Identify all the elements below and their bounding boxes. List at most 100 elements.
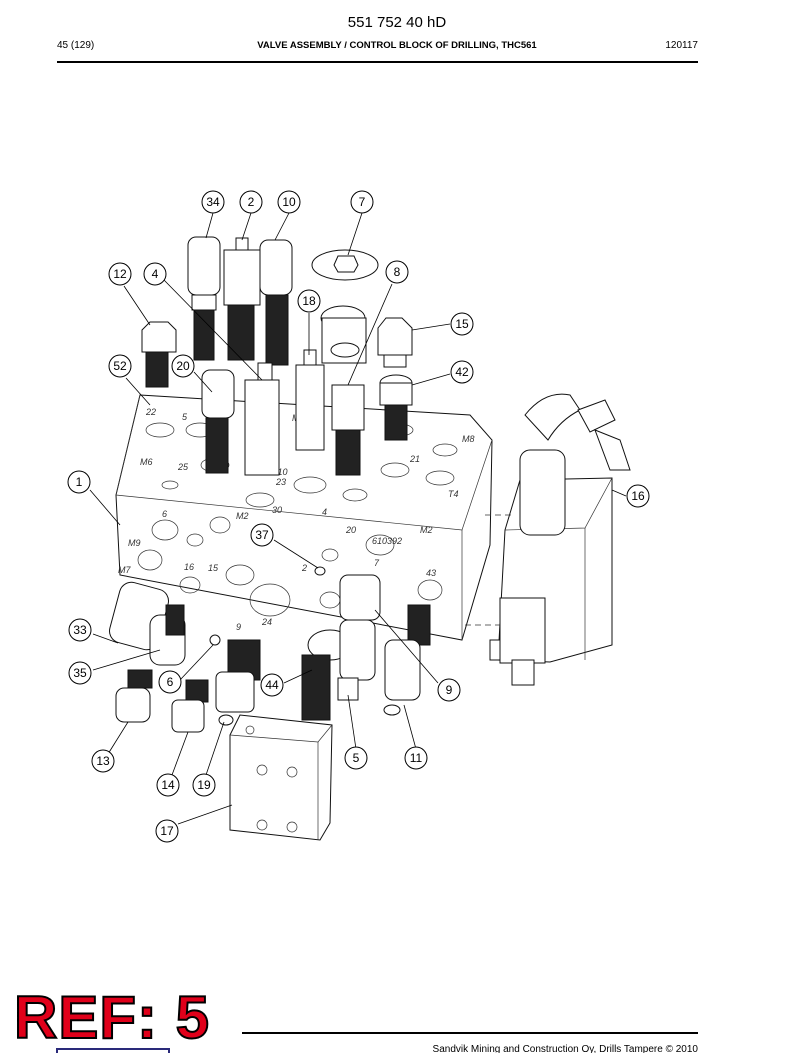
svg-text:37: 37	[255, 528, 269, 542]
callout-19: 19	[192, 773, 216, 797]
svg-text:4: 4	[152, 267, 159, 281]
valve-4	[244, 362, 280, 476]
callout-16: 16	[626, 484, 650, 508]
svg-text:10: 10	[282, 195, 296, 209]
block-engraving: 9	[236, 622, 241, 632]
block-engraving: M9	[128, 538, 141, 548]
valve-2	[223, 237, 261, 361]
block-engraving: 30	[272, 505, 282, 515]
svg-text:15: 15	[455, 317, 469, 331]
block-engraving: 21	[409, 454, 420, 464]
callout-44: 44	[260, 673, 284, 697]
plug-13	[115, 669, 153, 723]
svg-text:34: 34	[206, 195, 220, 209]
block-engraving: 6	[162, 509, 167, 519]
manifold-16	[489, 393, 631, 686]
svg-text:44: 44	[265, 678, 279, 692]
callout-10: 10	[277, 190, 301, 214]
svg-text:16: 16	[631, 489, 645, 503]
block-engraving: T4	[448, 489, 459, 499]
callout-2: 2	[239, 190, 263, 214]
brand-logo-strip	[56, 1048, 170, 1053]
valve-20	[201, 369, 235, 474]
svg-text:52: 52	[113, 359, 127, 373]
page-number: 45 (129)	[57, 40, 95, 51]
block-engraving: 25	[177, 462, 189, 472]
svg-text:19: 19	[197, 778, 211, 792]
callout-6: 6	[158, 670, 182, 694]
valve-18	[295, 349, 325, 451]
svg-text:6: 6	[167, 675, 174, 689]
callout-5: 5	[344, 746, 368, 770]
block-engraving: M6	[140, 457, 153, 467]
block-engraving: M8	[462, 434, 475, 444]
svg-text:42: 42	[455, 365, 469, 379]
callout-8: 8	[385, 260, 409, 284]
valve-10	[259, 239, 293, 366]
svg-text:1: 1	[76, 475, 83, 489]
header-rule	[57, 61, 698, 63]
svg-text:33: 33	[73, 623, 87, 637]
fitting-6	[209, 634, 221, 646]
callout-7: 7	[350, 190, 374, 214]
block-engraving: 7	[374, 558, 380, 568]
svg-text:13: 13	[96, 754, 110, 768]
callout-35: 35	[68, 661, 92, 685]
fitting-37	[314, 566, 326, 576]
subblock-17	[229, 714, 333, 841]
block-engraving: 4	[322, 507, 327, 517]
block-engraving: 22	[145, 407, 156, 417]
block-engraving: 20	[345, 525, 356, 535]
valve-5	[337, 619, 376, 701]
svg-text:11: 11	[410, 751, 423, 765]
block-engraving: M2	[236, 511, 249, 521]
svg-text:20: 20	[176, 359, 190, 373]
block-engraving: 43	[426, 568, 436, 578]
block-engraving: 5	[182, 412, 188, 422]
block-engraving: 16	[184, 562, 194, 572]
svg-text:5: 5	[353, 751, 360, 765]
valve-19	[215, 639, 261, 726]
block-engraving: 15	[208, 563, 219, 573]
callout-52: 52	[108, 354, 132, 378]
svg-text:35: 35	[73, 666, 87, 680]
callout-15: 15	[450, 312, 474, 336]
document-date: 120117	[665, 40, 698, 51]
svg-text:14: 14	[161, 778, 175, 792]
valve-8	[320, 305, 367, 364]
callout-14: 14	[156, 773, 180, 797]
svg-text:8: 8	[394, 265, 401, 279]
callout-42: 42	[450, 360, 474, 384]
svg-text:9: 9	[446, 683, 453, 697]
valve-35	[149, 604, 186, 666]
block-engraving: M2	[420, 525, 433, 535]
block-engraving: 610392	[372, 536, 402, 546]
block-engraving: 23	[275, 477, 286, 487]
valve-15	[377, 317, 413, 368]
valve-11	[383, 639, 421, 716]
valve-12	[141, 321, 177, 388]
document-number: 551 752 40 hD	[347, 14, 447, 31]
callout-18: 18	[297, 289, 321, 313]
block-engraving: M7	[118, 565, 131, 575]
callout-33: 33	[68, 618, 92, 642]
callout-11: 11	[404, 746, 428, 770]
svg-text:2: 2	[248, 195, 255, 209]
footer-copyright: Sandvik Mining and Construction Oy, Dril…	[432, 1044, 698, 1053]
callout-13: 13	[91, 749, 115, 773]
block-engraving: 24	[261, 617, 272, 627]
callout-1: 1	[67, 470, 91, 494]
callout-17: 17	[155, 819, 179, 843]
plug-7	[311, 249, 379, 281]
ref-stamp: REF: 5	[13, 984, 211, 1051]
block-engraving: 2	[301, 563, 307, 573]
callout-20: 20	[171, 354, 195, 378]
svg-text:17: 17	[160, 824, 174, 838]
valve-34	[187, 236, 221, 361]
callout-37: 37	[250, 523, 274, 547]
footer-rule	[242, 1032, 698, 1034]
page-title: VALVE ASSEMBLY / CONTROL BLOCK OF DRILLI…	[257, 40, 537, 51]
svg-text:7: 7	[359, 195, 366, 209]
callout-4: 4	[143, 262, 167, 286]
